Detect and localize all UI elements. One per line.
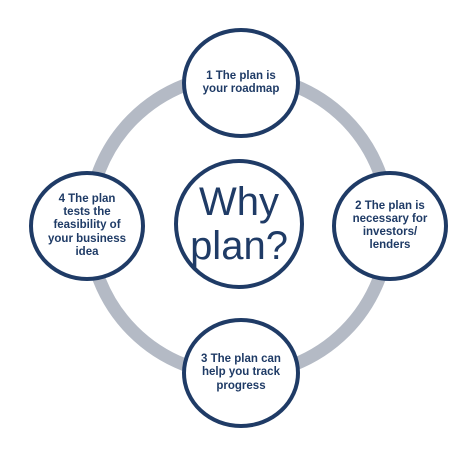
node-roadmap-label: 1 The plan is your roadmap [202,69,280,95]
center-label: Why plan? [190,180,288,268]
node-investors: 2 The plan is necessary for investors/ l… [332,171,448,281]
node-feasibility-label: 4 The plan tests the feasibility of your… [48,192,126,258]
node-track-progress-label: 3 The plan can help you track progress [201,353,281,392]
center-circle: Why plan? [174,159,304,289]
node-feasibility: 4 The plan tests the feasibility of your… [29,171,145,281]
node-investors-label: 2 The plan is necessary for investors/ l… [352,199,428,252]
node-roadmap: 1 The plan is your roadmap [182,28,300,138]
node-track-progress: 3 The plan can help you track progress [182,318,300,428]
